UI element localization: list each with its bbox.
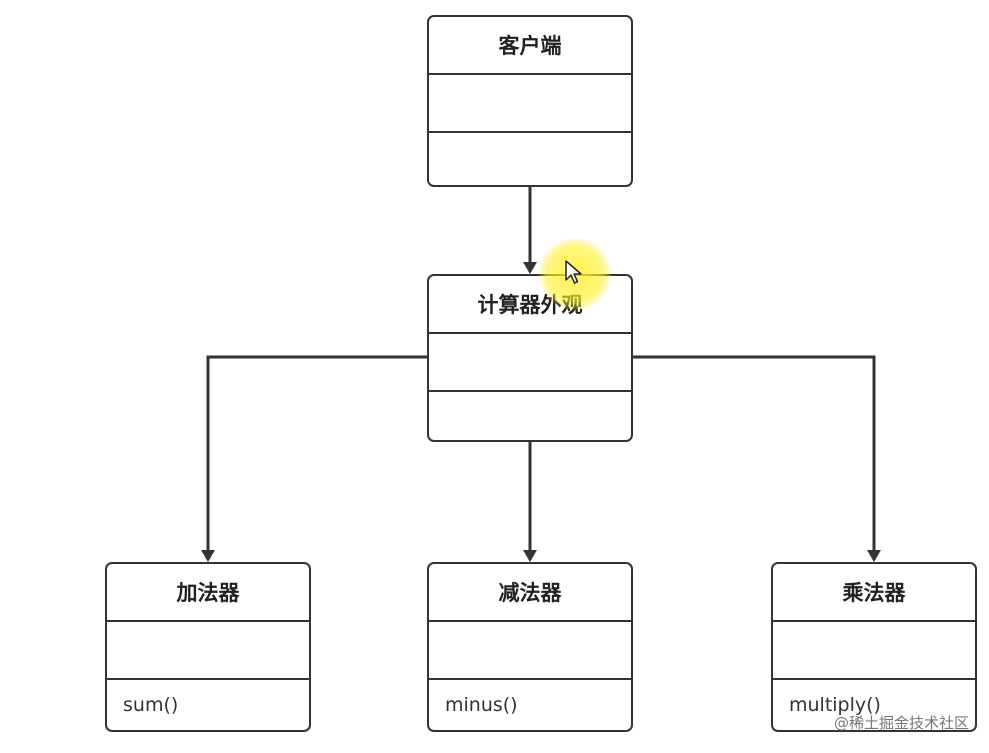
class-multiplier-attributes	[773, 622, 975, 680]
class-adder[interactable]: 加法器 sum()	[105, 562, 311, 732]
class-adder-name: 加法器	[107, 564, 309, 622]
class-multiplier-methods: multiply()	[789, 694, 881, 716]
class-facade[interactable]: 计算器外观	[427, 274, 633, 442]
class-subtractor[interactable]: 减法器 minus()	[427, 562, 633, 732]
class-client[interactable]: 客户端	[427, 15, 633, 187]
edge-facade-multiplier	[632, 355, 881, 562]
class-subtractor-attributes	[429, 622, 631, 680]
class-client-methods	[429, 133, 631, 185]
mouse-pointer-icon	[565, 260, 582, 284]
class-facade-attributes	[429, 334, 631, 392]
class-adder-methods: sum()	[123, 694, 179, 716]
class-client-attributes	[429, 75, 631, 133]
edge-facade-adder	[201, 355, 428, 562]
class-subtractor-name: 减法器	[429, 564, 631, 622]
class-adder-attributes	[107, 622, 309, 680]
class-multiplier[interactable]: 乘法器 multiply()	[771, 562, 977, 732]
watermark: @稀土掘金技术社区	[833, 714, 969, 732]
class-client-name: 客户端	[429, 17, 631, 75]
class-facade-methods	[429, 392, 631, 440]
class-subtractor-methods: minus()	[445, 694, 518, 716]
class-multiplier-name: 乘法器	[773, 564, 975, 622]
